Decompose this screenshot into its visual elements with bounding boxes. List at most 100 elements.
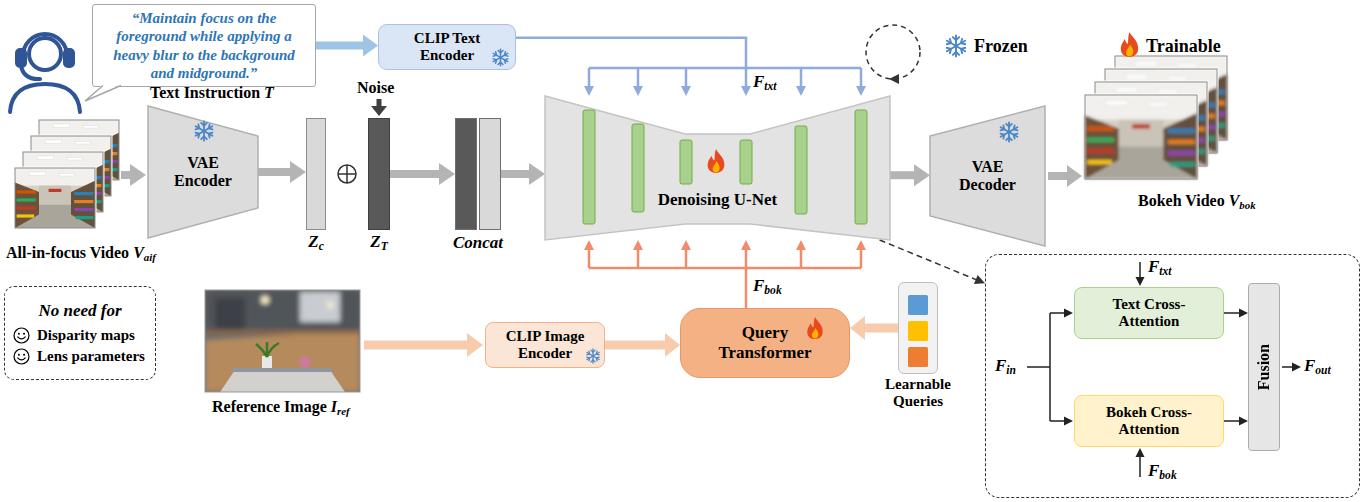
attention-box: Bokeh Cross-Attention bbox=[1074, 395, 1224, 447]
noise-arrow-line bbox=[377, 99, 382, 107]
latent-block: Zc bbox=[306, 118, 326, 230]
bokeh-feature-bus bbox=[584, 240, 866, 268]
snow-icon-g-polyline bbox=[201, 136, 207, 139]
snow-icon-g bbox=[194, 124, 214, 139]
grey-arrow-polygon bbox=[1067, 165, 1082, 187]
italic-part: F bbox=[753, 72, 764, 91]
subscript: txt bbox=[1159, 265, 1171, 278]
bokeh-feature-bus-polygon bbox=[856, 240, 866, 250]
snow-icon-g-polyline bbox=[1006, 137, 1012, 140]
all-in-focus-video-frames-rect bbox=[15, 168, 95, 228]
attention-wires-polygon bbox=[1136, 277, 1145, 286]
snow-icon-g-line bbox=[587, 352, 599, 359]
reference-image-polygon bbox=[220, 370, 345, 392]
peach-arrow-polygon bbox=[467, 333, 483, 357]
edge-label: Fbok bbox=[753, 276, 782, 298]
reference-image-g bbox=[205, 290, 360, 392]
italic-part: I bbox=[331, 398, 337, 415]
italic-part: V bbox=[1229, 192, 1240, 209]
node-text: Text Cross-Attention bbox=[1084, 296, 1214, 331]
node-text: Lens parameters bbox=[13, 348, 145, 365]
snow-icon-g-polyline bbox=[503, 58, 508, 64]
text-feature-bus-path bbox=[589, 68, 861, 87]
noise-arrow bbox=[371, 99, 387, 116]
bokeh-feature-bus-polygon bbox=[584, 240, 594, 250]
fusion-box: Fusion bbox=[1248, 283, 1280, 451]
smile-icon bbox=[13, 327, 30, 344]
connector bbox=[850, 316, 898, 340]
text-feature-bus-polygon bbox=[856, 86, 866, 96]
node-text: Query Transformer bbox=[708, 323, 823, 362]
subscript: T bbox=[381, 240, 388, 253]
arrowhead bbox=[529, 163, 545, 185]
italic-part: F bbox=[753, 276, 764, 295]
snow-icon-g bbox=[586, 351, 600, 362]
connector bbox=[316, 35, 378, 57]
headset-person-icon-rect bbox=[17, 50, 25, 66]
bokeh-feature-bus-polygon bbox=[796, 240, 806, 250]
snow-icon-g-line bbox=[493, 53, 507, 61]
sq-icon-rect bbox=[908, 295, 928, 315]
latent-bar bbox=[479, 118, 501, 230]
node-text: ZT bbox=[370, 232, 387, 254]
encoder-box: CLIP Image Encoder bbox=[485, 322, 605, 368]
subscript: c bbox=[319, 240, 324, 253]
subscript: bok bbox=[1239, 199, 1255, 211]
snow-icon-g-polyline bbox=[587, 351, 591, 356]
connector-line bbox=[390, 170, 440, 178]
reference-image bbox=[205, 290, 360, 392]
connector-line bbox=[258, 168, 291, 176]
arrowhead bbox=[974, 275, 985, 284]
connector-line bbox=[1224, 420, 1240, 422]
reference-image-g-rect bbox=[205, 330, 360, 334]
snow-icon-g-polyline bbox=[1001, 132, 1006, 138]
smile-icon-path bbox=[18, 337, 25, 339]
snow-icon bbox=[585, 348, 601, 364]
unet-block: Denoising U-Net bbox=[545, 96, 890, 240]
reference-image-rect bbox=[205, 290, 360, 392]
legend-text: Trainable bbox=[1146, 36, 1221, 57]
network-block bbox=[583, 110, 595, 224]
bokeh-video-frames-rect bbox=[1084, 94, 1199, 181]
subscript: bok bbox=[1159, 469, 1176, 482]
connector-line bbox=[501, 170, 530, 178]
connector-line bbox=[316, 42, 364, 50]
snow-icon-g-polyline bbox=[498, 62, 503, 64]
sq-icon bbox=[908, 295, 928, 315]
reference-image-g-circle bbox=[327, 302, 333, 308]
snow-icon-g bbox=[945, 38, 966, 54]
label-text: Fout bbox=[1304, 356, 1331, 378]
subscript: bok bbox=[764, 284, 781, 297]
arrowhead bbox=[665, 333, 680, 357]
transformer-box: Query Transformer bbox=[680, 308, 850, 378]
reference-image-rect bbox=[262, 356, 272, 368]
snow-icon-g bbox=[945, 38, 966, 54]
label-text: Fbok bbox=[1148, 461, 1177, 483]
smile-icon-circle bbox=[18, 354, 20, 356]
text-feature-bus-polygon bbox=[584, 86, 594, 96]
smile-icon-circle bbox=[23, 354, 25, 356]
node-text: VAE Encoder bbox=[163, 154, 243, 191]
italic-part: F bbox=[1148, 461, 1159, 480]
bubble-tail-polygon bbox=[85, 84, 121, 101]
snow-icon-g-polyline bbox=[196, 124, 201, 130]
node-text: Disparity maps bbox=[13, 327, 135, 344]
connector-line bbox=[605, 341, 666, 350]
attention-wires-polygon bbox=[1136, 448, 1145, 457]
connector bbox=[258, 161, 306, 183]
node-text: VAE Decoder bbox=[948, 158, 1028, 195]
legend-text: Frozen bbox=[974, 36, 1028, 57]
all-in-focus-video-frames bbox=[14, 119, 121, 230]
snow-icon bbox=[491, 48, 510, 67]
arrowhead bbox=[363, 35, 378, 57]
flame-icon-path bbox=[1121, 32, 1138, 57]
snow-icon-g bbox=[586, 351, 600, 362]
reference-image-circle bbox=[299, 356, 311, 368]
node-text: CLIP Text Encoder bbox=[399, 30, 495, 65]
snow-icon-g-polyline bbox=[591, 350, 595, 352]
node-text: No need for bbox=[38, 301, 121, 321]
snow-icon-g-line bbox=[196, 126, 213, 136]
attention-wires-polygon bbox=[1064, 309, 1073, 318]
reference-image-g-rect bbox=[300, 292, 340, 322]
bokeh-video-frames bbox=[1084, 55, 1229, 181]
